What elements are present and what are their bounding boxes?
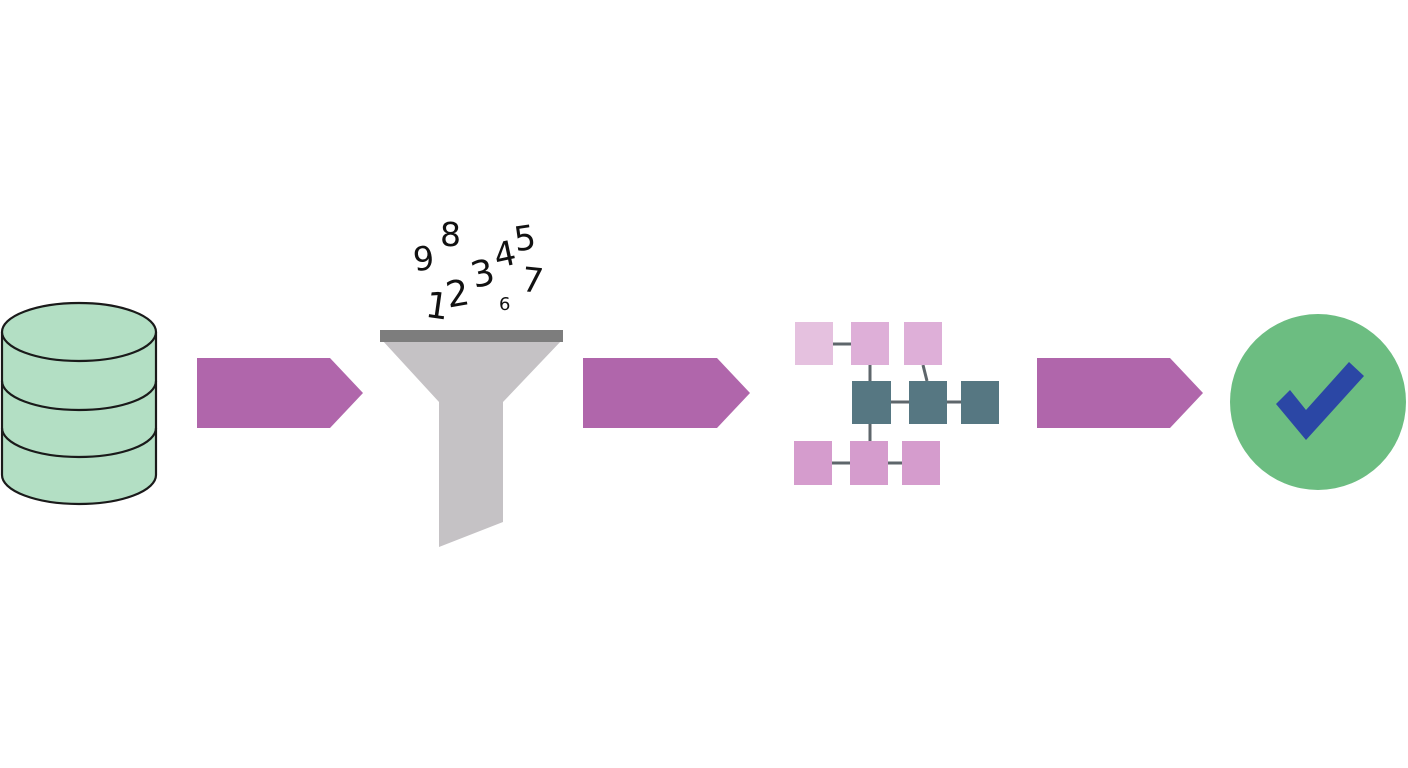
graph-node-medium	[794, 441, 832, 485]
connector-arrow-2	[583, 358, 750, 428]
connector-arrow-1	[197, 358, 363, 428]
database-top	[0, 301, 158, 363]
database-band-lower	[0, 427, 158, 459]
graph-node-light	[795, 322, 833, 365]
funnel-digit: 5	[511, 218, 538, 261]
connector-arrow-3	[1037, 358, 1203, 428]
checkmark-icon	[1230, 314, 1406, 490]
graph-edge	[921, 364, 929, 382]
graph-node-medium	[902, 441, 940, 485]
graph-edges	[832, 342, 961, 465]
funnel-digit: 8	[440, 215, 461, 254]
database-body	[0, 332, 158, 506]
funnel-icon	[380, 330, 563, 547]
funnel-digit: 6	[499, 294, 510, 315]
check-mark	[1276, 362, 1364, 440]
funnel-digit: 9	[411, 238, 436, 279]
funnel-body	[382, 340, 562, 547]
graph-node-dark	[909, 381, 947, 424]
network-graph-icon	[794, 322, 999, 485]
graph-node-dark	[852, 381, 891, 424]
database-band-upper	[0, 380, 158, 412]
funnel-rim	[380, 330, 563, 342]
funnel-digits: 9 8 1 2 3 4 5 6 7	[411, 215, 545, 329]
graph-node-medium	[851, 322, 889, 365]
graph-node-medium	[904, 322, 942, 365]
funnel-digit: 1	[423, 285, 451, 329]
funnel-digit: 7	[520, 260, 546, 302]
database-icon	[0, 301, 158, 506]
graph-node-dark	[961, 381, 999, 424]
graph-node-medium	[850, 441, 888, 485]
